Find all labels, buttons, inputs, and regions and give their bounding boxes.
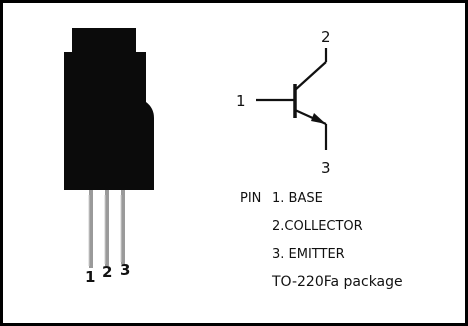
pin-legend: PIN 1. BASE 2.COLLECTOR 3. EMITTER TO-22…	[240, 191, 403, 290]
package-pin-number: 3	[120, 261, 130, 279]
package-leads	[89, 190, 125, 268]
collector-lead	[294, 61, 327, 91]
collector-terminal-label: 2	[321, 28, 331, 46]
npn-transistor-symbol	[256, 48, 328, 150]
package-pin-number: 1	[85, 268, 95, 286]
pin-legend-prefix: PIN	[240, 191, 261, 206]
package-pin-number: 2	[102, 263, 112, 281]
pin-legend-line: 1. BASE	[272, 191, 323, 206]
package-name: TO-220Fa package	[271, 274, 403, 290]
base-terminal-label: 1	[236, 92, 246, 110]
pin-legend-line: 2.COLLECTOR	[272, 219, 363, 234]
package-tab	[72, 28, 136, 54]
package-body	[64, 52, 154, 190]
emitter-arrow	[311, 113, 326, 124]
emitter-terminal-label: 3	[321, 159, 331, 177]
to220fa-package-photo: 1 2 3	[64, 28, 154, 286]
pin-legend-line: 3. EMITTER	[272, 247, 345, 262]
